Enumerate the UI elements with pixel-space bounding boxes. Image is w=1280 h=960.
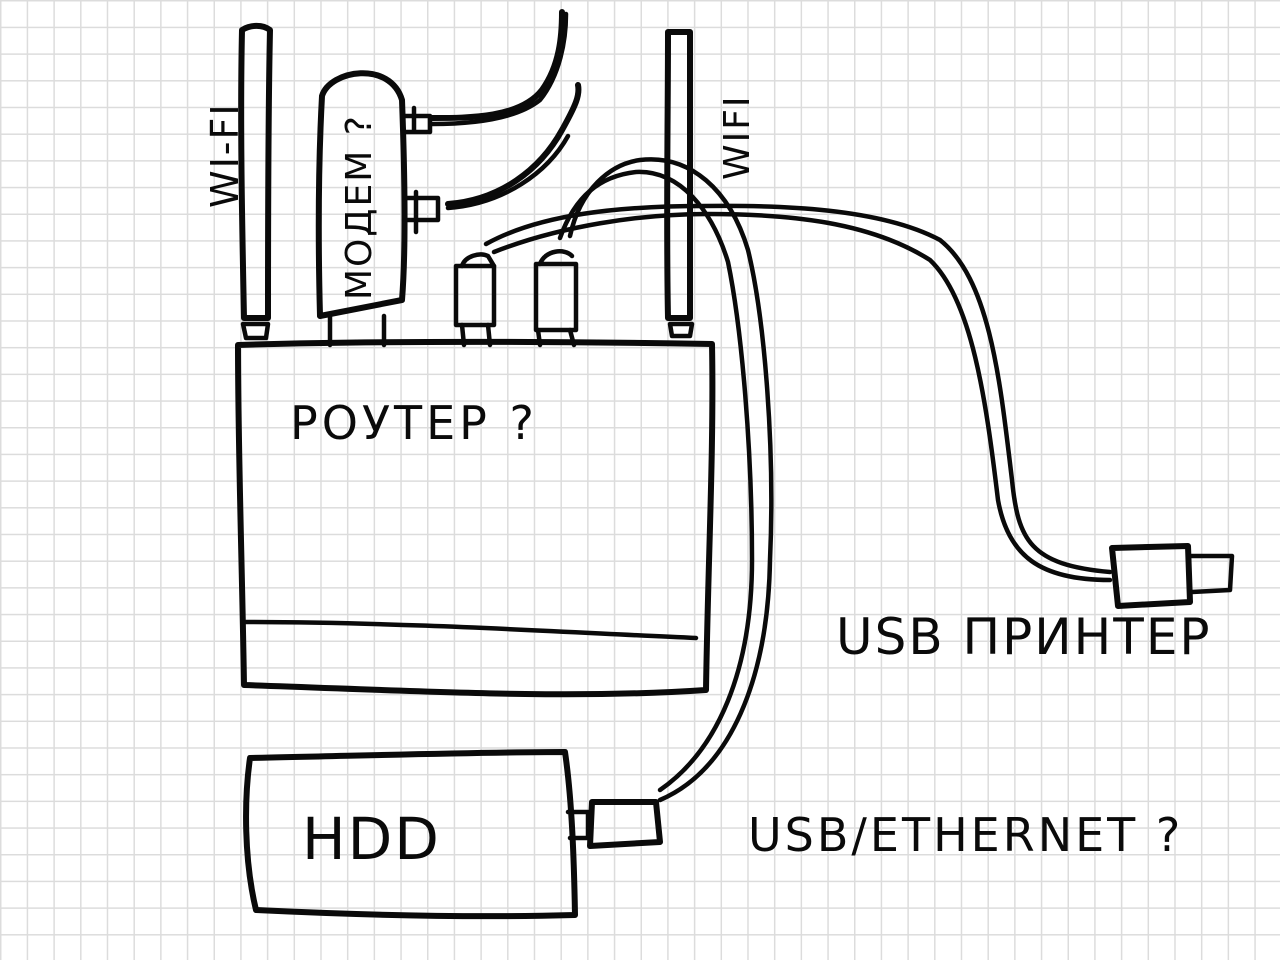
left-antenna-label: WI-FI bbox=[203, 102, 247, 208]
usb-printer-label: USB ПРИНТЕР bbox=[836, 608, 1212, 666]
router-front-stripe bbox=[243, 619, 699, 641]
printer-usb-plug bbox=[1109, 543, 1235, 609]
hdd-box bbox=[243, 749, 663, 920]
usb-ethernet-label: USB/ETHERNET ? bbox=[748, 808, 1184, 862]
hdd-label: HDD bbox=[302, 805, 441, 873]
router-label: РОУТЕР ? bbox=[290, 396, 538, 450]
modem-cables bbox=[429, 9, 582, 211]
plug-cables bbox=[483, 157, 1113, 803]
right-antenna-label: WIFI bbox=[717, 94, 758, 180]
router-plugs bbox=[453, 249, 579, 348]
left-antenna bbox=[238, 22, 273, 341]
router-box bbox=[235, 338, 716, 698]
right-antenna bbox=[664, 29, 695, 339]
modem-stick bbox=[315, 70, 441, 348]
modem-label: МОДЕМ ? bbox=[339, 114, 380, 300]
